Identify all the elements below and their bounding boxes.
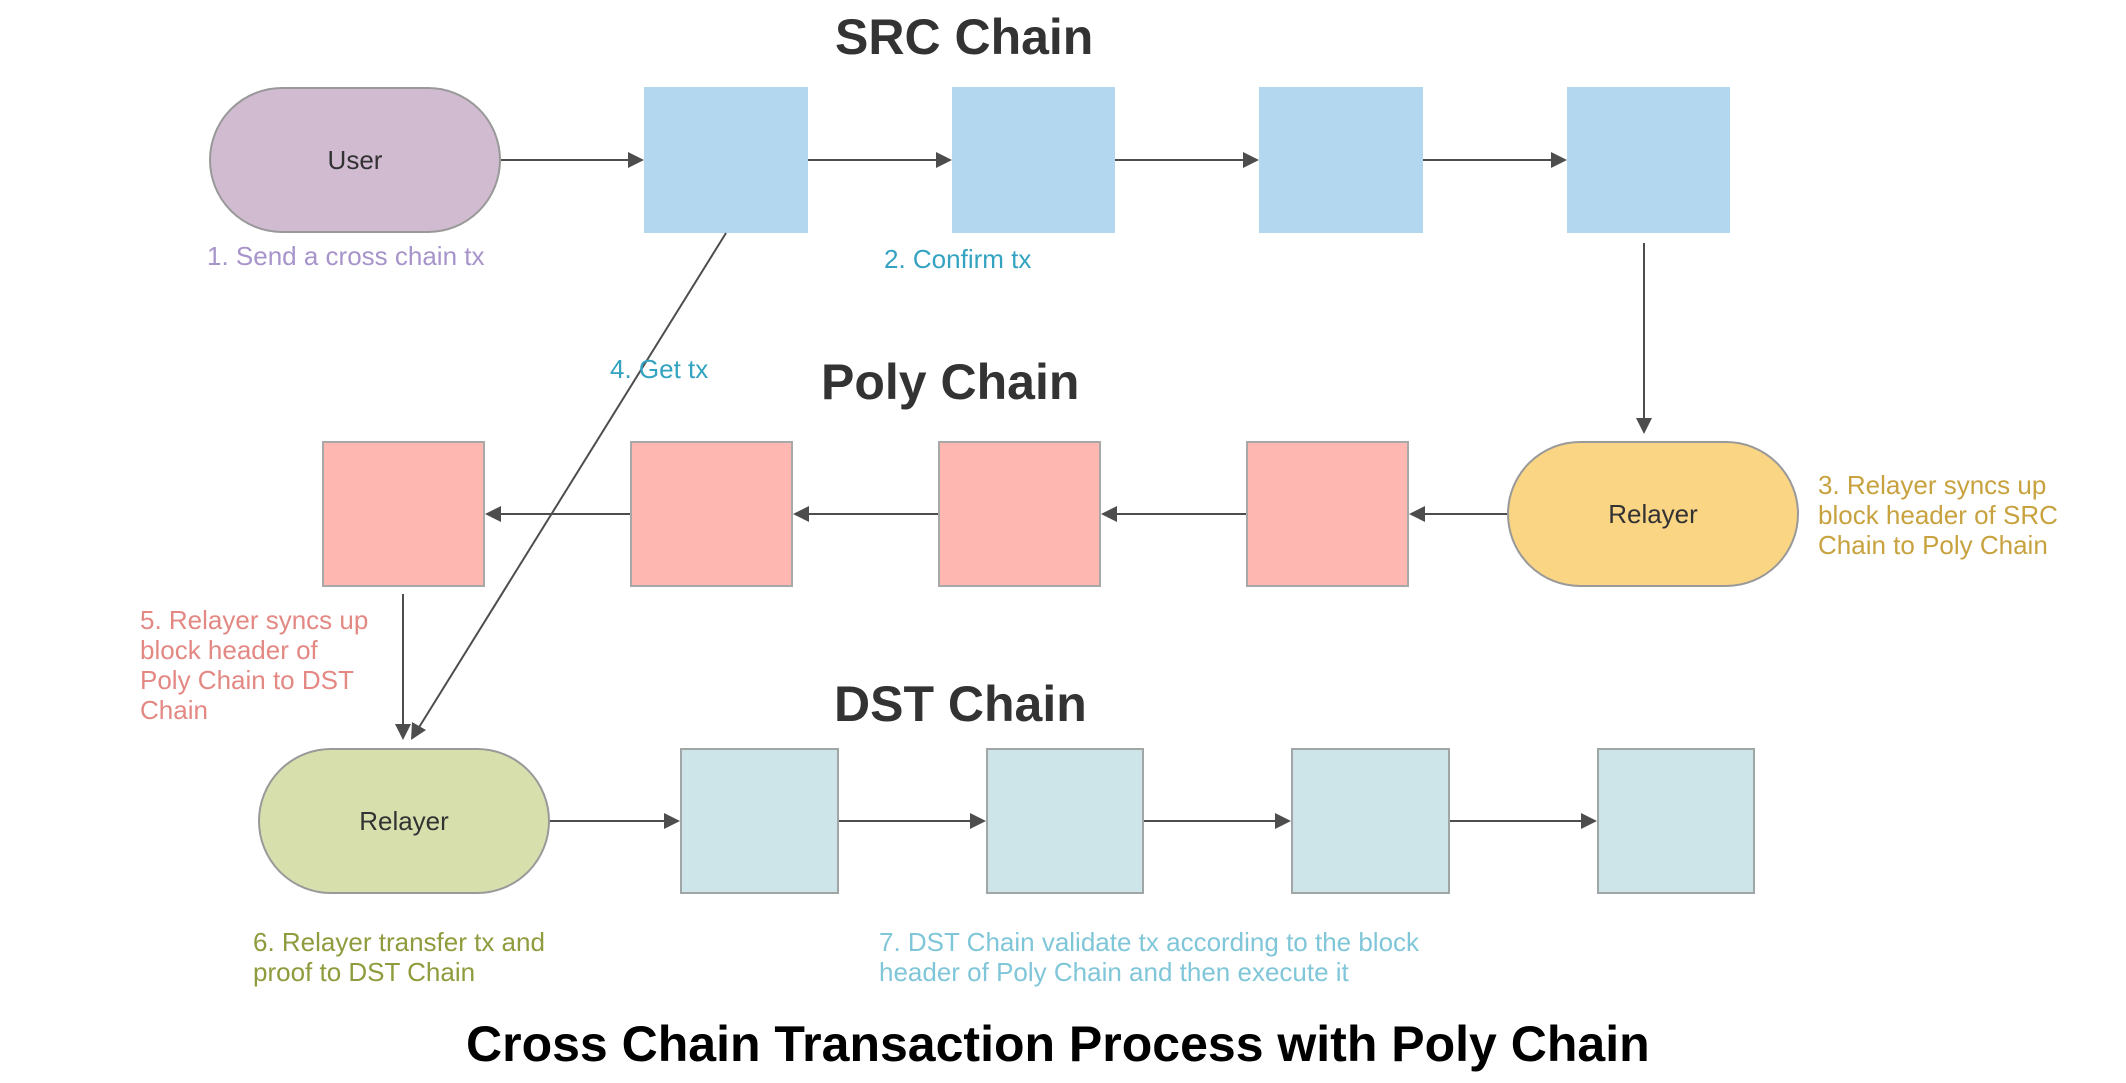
step-7-label: 7. DST Chain validate tx according to th…	[879, 927, 1420, 987]
arrowhead	[793, 506, 809, 522]
src-block-3	[1259, 87, 1423, 233]
arrowhead	[1101, 506, 1117, 522]
relayer-dst-node: Relayer	[258, 748, 550, 894]
relayer-src-node: Relayer	[1507, 441, 1799, 587]
arrowhead	[395, 724, 411, 740]
arrow-get-tx	[412, 232, 727, 738]
src-block-4	[1567, 87, 1730, 233]
step-4-label: 4. Get tx	[610, 354, 709, 384]
step-1-label: 1. Send a cross chain tx	[207, 241, 485, 271]
dst-block-3	[1291, 748, 1450, 894]
diagram-title: Cross Chain Transaction Process with Pol…	[466, 1016, 1650, 1072]
dst-block-2	[986, 748, 1144, 894]
poly-block-3	[938, 441, 1101, 587]
dst-chain-title: DST Chain	[834, 676, 1087, 732]
arrowhead	[1551, 152, 1567, 168]
dst-block-4	[1597, 748, 1755, 894]
src-block-2	[952, 87, 1115, 233]
arrowhead	[664, 813, 680, 829]
arrowhead	[1636, 418, 1652, 434]
arrowhead	[1409, 506, 1425, 522]
dst-block-1	[680, 748, 839, 894]
step-3-label: 3. Relayer syncs up block header of SRC …	[1818, 470, 2058, 560]
arrowhead	[970, 813, 986, 829]
arrowhead	[1275, 813, 1291, 829]
arrowhead	[1243, 152, 1259, 168]
src-block-1	[644, 87, 808, 233]
src-chain-title: SRC Chain	[835, 9, 1094, 65]
arrowhead	[411, 722, 426, 740]
arrowhead	[485, 506, 501, 522]
poly-chain-title: Poly Chain	[821, 354, 1080, 410]
step-5-label: 5. Relayer syncs up block header of Poly…	[140, 605, 369, 725]
poly-block-2	[630, 441, 793, 587]
poly-block-4	[1246, 441, 1409, 587]
step-2-label: 2. Confirm tx	[884, 244, 1032, 274]
arrowhead	[1581, 813, 1597, 829]
user-node: User	[209, 87, 501, 233]
step-6-label: 6. Relayer transfer tx and proof to DST …	[253, 927, 545, 987]
arrowhead	[628, 152, 644, 168]
poly-block-1	[322, 441, 485, 587]
arrowhead	[936, 152, 952, 168]
